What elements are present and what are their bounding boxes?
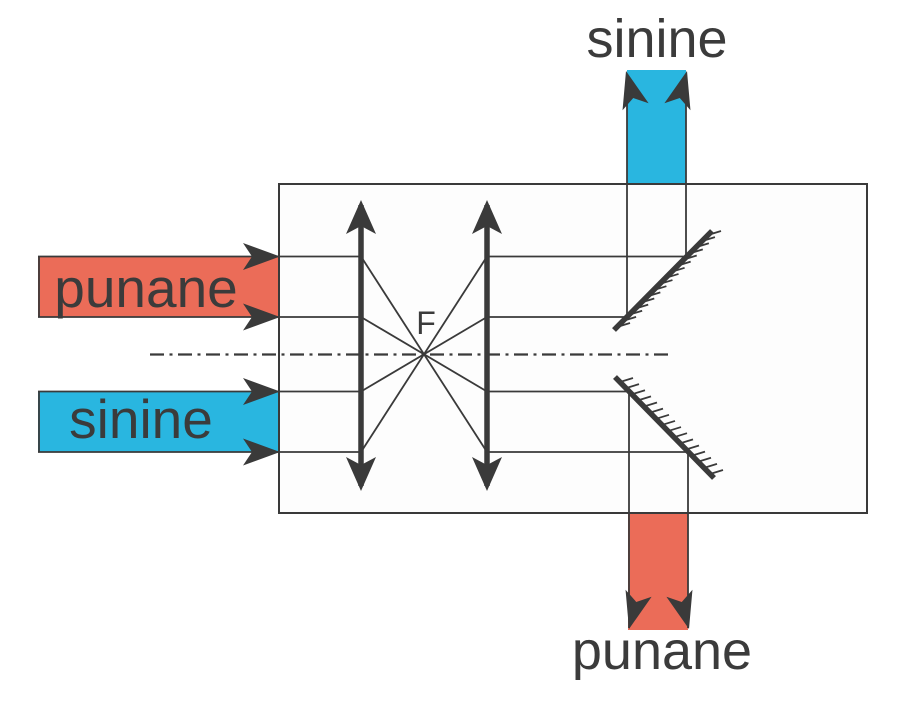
- ray-cross-4: [360, 256, 488, 453]
- red-output-arrowhead-left-icon: [625, 589, 652, 629]
- input-beam-blue: [38, 391, 280, 452]
- blue-output-arrowhead-right-icon: [664, 71, 691, 111]
- lens-right-arrowhead-up-icon: [472, 200, 502, 234]
- red-output-arrowhead-right-icon: [666, 589, 693, 629]
- red-input-arrowhead-upper-icon: [243, 243, 280, 270]
- mirror-bottom-surface: [613, 375, 716, 480]
- lens-right-arrowhead-down-icon: [472, 457, 502, 491]
- mirror-bottom: [613, 375, 724, 480]
- label-output-blue: sinine: [586, 9, 727, 69]
- blue-input-arrowhead-lower-icon: [243, 438, 280, 466]
- lens-right: [472, 200, 502, 491]
- blue-output-arrowhead-left-icon: [622, 71, 649, 111]
- label-input-blue: sinine: [69, 388, 213, 450]
- input-beam-red: [38, 256, 280, 317]
- label-focal-point: F: [416, 305, 436, 341]
- input-arrowheads: [243, 243, 280, 466]
- mirror-top-surface: [612, 229, 714, 332]
- red-input-arrowhead-lower-icon: [243, 303, 280, 331]
- mirror-top: [612, 229, 722, 332]
- output-arrowheads: [622, 71, 693, 629]
- label-input-red: punane: [54, 257, 238, 319]
- label-output-red: punane: [572, 621, 752, 681]
- lens-left-arrowhead-down-icon: [346, 457, 376, 491]
- lens-left: [346, 200, 376, 491]
- lens-left-arrowhead-up-icon: [346, 200, 376, 234]
- system-box-outline: [278, 183, 868, 514]
- light-rays: [38, 75, 689, 628]
- blue-input-arrowhead-upper-icon: [243, 378, 280, 405]
